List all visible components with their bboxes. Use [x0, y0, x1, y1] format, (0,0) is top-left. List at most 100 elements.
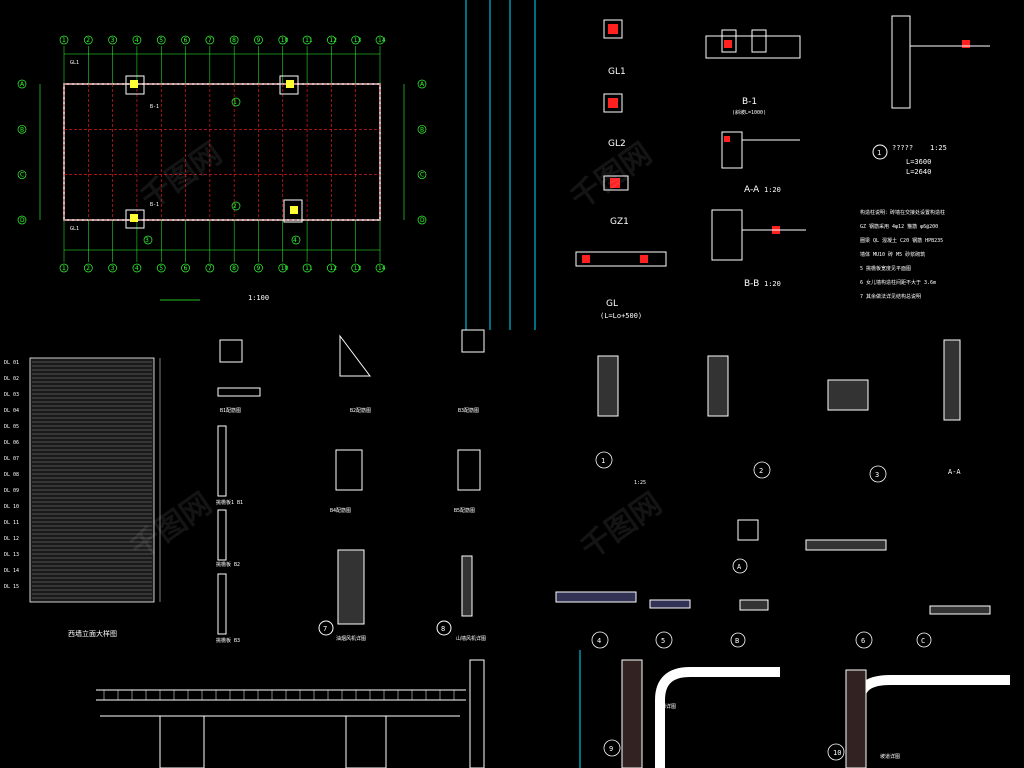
- detail-note: (L=Lo+500): [600, 312, 642, 320]
- elevation-row-label: DL 07: [4, 456, 19, 462]
- axis-label: A: [20, 81, 25, 88]
- axis-label: 11: [305, 37, 313, 44]
- axis-bubble: [108, 35, 117, 45]
- axis-label: 4: [135, 37, 139, 44]
- elevation-row-label: DL 09: [4, 488, 19, 494]
- section-mark: 2: [233, 203, 237, 210]
- detail-callout-number: 9: [609, 745, 613, 753]
- detail-caption: B5配筋图: [454, 507, 475, 514]
- detail-sections: GL1 GL2 GZ1 GL (L=Lo+500) B-1 (斜坡L=1000)…: [575, 15, 990, 320]
- detail-caption: B4配筋图: [330, 507, 351, 514]
- axis-label: B: [20, 126, 24, 133]
- axis-bubble: [132, 35, 142, 45]
- detail-title: B-1: [742, 97, 757, 107]
- axis-bubble: [278, 35, 288, 45]
- axis-label: 12: [329, 265, 337, 272]
- detail-caption: 挑檐板1 B1: [216, 499, 243, 506]
- axis-label: 14: [378, 37, 386, 44]
- axis-bubble: [132, 263, 142, 273]
- axis-bubble: [351, 35, 361, 45]
- detail-note: (斜坡L=1000): [732, 109, 766, 116]
- detail-title: GL: [606, 299, 618, 309]
- detail-callout-circle: [603, 739, 621, 757]
- axis-bubble: [417, 79, 427, 89]
- elevation-row-label: DL 04: [4, 408, 19, 414]
- axis-label: D: [20, 217, 25, 224]
- letter-callout-circle: [916, 632, 932, 648]
- axis-bubble: [59, 35, 69, 45]
- axis-bubble: [83, 263, 93, 273]
- letter-callout-label: B: [735, 637, 739, 645]
- elevation-row-label: DL 05: [4, 424, 19, 430]
- letter-callout-circle: [732, 558, 748, 574]
- detail-callout-number: 6: [861, 637, 865, 645]
- detail-title: B-B: [744, 279, 759, 289]
- axis-label: 10: [281, 265, 289, 272]
- letter-callout-label: A: [737, 563, 742, 571]
- axis-bubble: [375, 35, 385, 45]
- axis-bubble: [83, 35, 93, 45]
- detail-caption: 山墙风机详图: [456, 635, 486, 642]
- axis-bubble: [59, 263, 69, 273]
- detail-callout-circle: [753, 461, 771, 479]
- axis-label: 8: [232, 37, 236, 44]
- detail-callout-number: 10: [833, 749, 841, 757]
- detail-callout-circle: [591, 631, 609, 649]
- section-mark: 4: [293, 237, 297, 244]
- axis-bubble: [302, 35, 312, 45]
- axis-bubble: [205, 263, 215, 273]
- circle-number: 8: [441, 625, 445, 633]
- axis-label: 6: [184, 265, 188, 272]
- axis-label: 5: [159, 265, 163, 272]
- axis-bubble: [375, 263, 385, 273]
- elevation-row-label: DL 14: [4, 568, 19, 574]
- axis-label: 9: [256, 37, 260, 44]
- axis-label: 10: [281, 37, 289, 44]
- axis-bubble: [181, 35, 190, 45]
- note-line: 圈梁 QL 混凝土 C20 钢筋 HPB235: [860, 237, 943, 244]
- axis-label: 8: [232, 265, 236, 272]
- scale-label: 1:25: [634, 480, 646, 486]
- axis-label: 13: [354, 37, 362, 44]
- elevation-row-label: DL 10: [4, 504, 19, 510]
- axis-bubble: [156, 35, 166, 45]
- plan-scale: 1:100: [248, 294, 269, 302]
- watermark-layer: 千图网 千图网 千图网 千图网: [125, 136, 669, 566]
- axis-label: 9: [256, 265, 260, 272]
- axis-bubble: [17, 170, 27, 180]
- letter-callout-label: C: [921, 637, 925, 645]
- callout-length: L=2640: [906, 168, 931, 176]
- detail-caption: B1配筋图: [220, 407, 241, 414]
- detail-caption: 楼梯详图: [656, 703, 676, 710]
- axis-bubble: [254, 263, 263, 273]
- letter-callout-circle: [730, 632, 746, 648]
- axis-label: C: [20, 172, 24, 179]
- detail-caption: 坡道详图: [880, 753, 900, 760]
- note-line: 6 女儿墙构造柱间距不大于 3.6m: [860, 279, 936, 286]
- elevation-row-label: DL 06: [4, 440, 19, 446]
- axis-bubble: [17, 79, 27, 89]
- axis-bubble: [278, 263, 288, 273]
- axis-bubble: [417, 215, 427, 225]
- detail-caption: 油烟风机详图: [336, 635, 366, 642]
- detail-callout-number: 1: [601, 457, 605, 465]
- callout-number: 1: [877, 149, 881, 157]
- axis-bubble: [17, 124, 27, 134]
- note-line: 构造柱说明：砖墙在交接处设置构造柱: [860, 209, 945, 216]
- elevation-row-label: DL 01: [4, 360, 19, 366]
- axis-bubble: [351, 263, 361, 273]
- detail-callout-circle: [869, 465, 887, 483]
- slab-details: B1配筋图 B2配筋图 B3配筋图 挑檐板1 B1 挑檐板 B2 挑檐板 B3 …: [216, 329, 486, 644]
- detail-caption: B3配筋图: [458, 407, 479, 414]
- section-title: A-A: [948, 468, 961, 476]
- axis-bubble: [417, 124, 427, 134]
- axis-label: 3: [111, 265, 115, 272]
- axis-label: 7: [208, 265, 212, 272]
- detail-caption: 挑檐板 B2: [216, 561, 240, 568]
- beam-label: GL1: [70, 60, 79, 66]
- watermark-text: 千图网: [575, 486, 669, 566]
